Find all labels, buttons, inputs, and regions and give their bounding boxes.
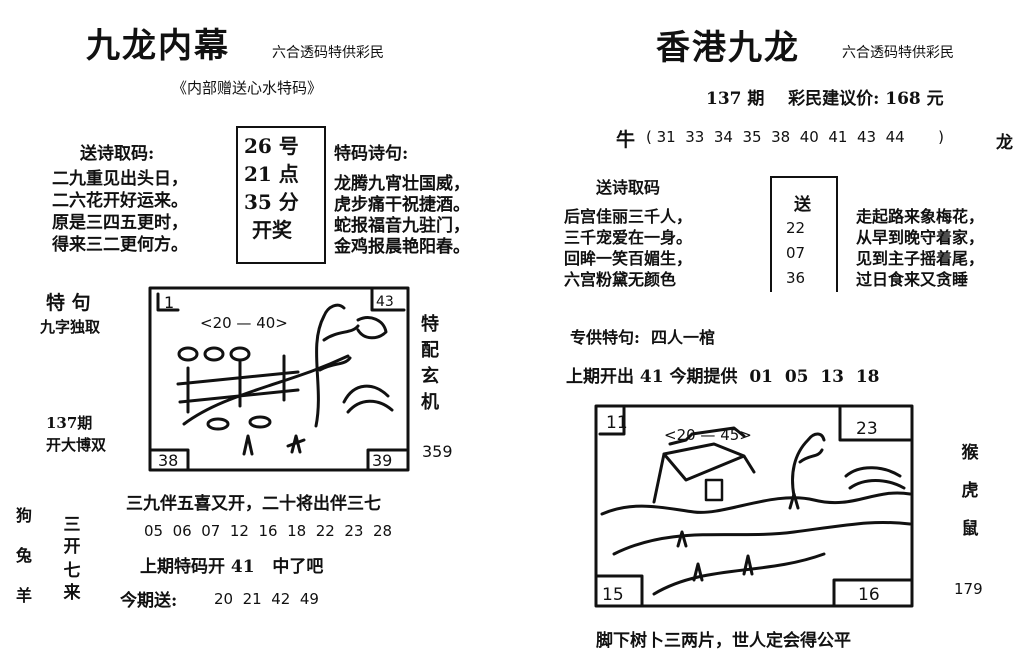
left-riddle: 三九伴五喜又开，二十将出伴三七 [126,494,381,514]
poem-line: 原是三四五更时， [52,213,188,233]
left-draw-time-box [236,126,326,264]
draw-label: 开奖 [252,218,292,242]
poem-line: 见到主子摇着尾， [856,249,985,268]
right-pic-corner-br: 16 [858,585,880,605]
right-pic-corner-tl: 11 [606,413,628,433]
right-poem: 后宫佳丽三千人， 三千宠爱在一身。 回眸一笑百媚生， 六宫粉黛无颜色 [564,206,692,290]
right-ox-prefix: 牛 [616,129,636,151]
left-this-period-numbers: 20 21 42 49 [214,590,319,608]
left-pic-corner-bl: 38 [158,451,178,470]
right-poem2: 走起路来象梅花， 从早到晚守着家， 见到主子摇着尾， 过日食来又贪睡 [856,206,984,290]
left-phrase-col1: 三 开 [60,514,84,558]
left-vertical-hint: 特 配 玄 机 [418,312,442,416]
vertical-char: 特 [421,314,439,335]
poem-line: 后宫佳丽三千人， [564,207,693,226]
left-last-period: 上期特码开 41 中了吧 [140,557,324,577]
poem-line: 二九重见出头日， [52,169,188,189]
animal-name: 羊 [16,586,33,605]
right-title: 香港九龙 [656,28,800,68]
draw-hour: 21 点 [244,162,299,186]
poem-line: 得来三二更何方。 [52,235,188,255]
phrase-char: 来 [63,583,81,603]
poem-line: 过日食来又贪睡 [856,270,969,289]
animal-name: 虎 [961,481,979,501]
left-title: 九龙内幕 [86,26,230,66]
phrase-char: 开 [63,537,81,557]
left-animals: 狗 兔 羊 [16,496,32,616]
animal-name: 兔 [16,546,33,565]
left-poem1: 二九重见出头日， 二六花开好运来。 原是三四五更时， 得来三二更何方。 [52,168,188,256]
left-phrase-col2: 七 来 [60,560,84,604]
left-numbers: 05 06 07 12 16 18 22 23 28 [144,522,393,540]
period-number: 137期 [46,414,93,432]
poem-line: 龙腾九宵壮国威， [334,174,470,194]
right-pic-corner-tr: 23 [856,419,878,439]
right-special-line: 专供特句: 四人一棺 [570,328,716,347]
poem-line: 二六花开好运来。 [52,191,188,211]
right-pic-range: <20 — 45> [664,426,752,444]
right-ox-suffix: 龙 [996,133,1013,153]
left-sketch-picture: 1 43 <20 — 40> 38 39 [148,286,410,472]
send-number: 07 [786,244,806,262]
right-send-box [770,176,838,292]
left-this-period-label: 今期送: [120,591,178,611]
right-issue-line: 137 期 彩民建议价: 168 元 [706,89,944,109]
phrase-char: 七 [63,561,81,581]
left-number-right: 359 [422,442,453,461]
animal-name: 鼠 [961,519,979,539]
send-number: 22 [786,219,806,237]
phrase-char: 三 [63,515,81,535]
draw-minute: 35 分 [244,190,299,214]
left-pic-corner-tl: 1 [164,293,174,312]
poem-line: 三千宠爱在一身。 [564,228,693,247]
poem-line: 从早到晚守着家， [856,228,985,247]
left-special-sub: 九字独取 [40,318,101,336]
send-number: 36 [786,269,806,287]
left-pic-range: <20 — 40> [200,314,288,332]
poem-line: 走起路来象梅花， [856,207,985,226]
left-pic-corner-tr: 43 [376,294,394,310]
left-poem2-heading: 特码诗句: [334,144,409,164]
left-special-heading: 特 句 [46,292,91,314]
right-bottom-line: 脚下树卜三两片，世人定会得公平 [596,631,851,651]
animal-name: 狗 [16,506,33,525]
poem-line: 虎步痛干祝捷酒。 [334,195,470,215]
vertical-char: 配 [421,340,439,361]
poem-line: 蛇报福音九驻门， [334,216,470,236]
poem-line: 回眸一笑百媚生， [564,249,693,268]
vertical-char: 玄 [421,366,439,387]
animal-name: 猴 [961,443,979,463]
right-poem-heading: 送诗取码 [596,178,661,197]
left-tagline: 《内部赠送心水特码》 [172,79,323,97]
left-poem2: 龙腾九宵壮国威， 虎步痛干祝捷酒。 蛇报福音九驻门， 金鸡报晨艳阳春。 [334,174,470,258]
right-sketch-picture: 11 23 <20 — 45> 15 16 [594,404,914,608]
poem-line: 金鸡报晨艳阳春。 [334,237,470,257]
right-send-numbers: 22 07 36 [786,216,805,291]
draw-number: 26 号 [244,134,299,158]
poem-line: 六宫粉黛无颜色 [564,270,677,289]
left-poem1-heading: 送诗取码: [80,144,155,164]
right-ox-numbers: ( 31 33 34 35 38 40 41 43 44 ) [646,128,944,146]
right-last-line: 上期开出 41 今期提供 01 05 13 18 [566,367,880,387]
right-subtitle: 六合透码特供彩民 [842,45,954,61]
right-pic-corner-bl: 15 [602,585,624,605]
right-animals-vertical: 猴 虎 鼠 [958,434,982,548]
left-period-note: 137期 开大博双 [46,412,106,456]
left-subtitle: 六合透码特供彩民 [272,45,384,61]
right-number-right: 179 [954,580,983,598]
right-send-label: 送 [794,195,811,215]
vertical-char: 机 [421,392,439,413]
period-hint: 开大博双 [46,436,107,454]
left-pic-corner-br: 39 [372,451,392,470]
left-draw-time: 26 号 21 点 35 分 开奖 [244,132,299,244]
